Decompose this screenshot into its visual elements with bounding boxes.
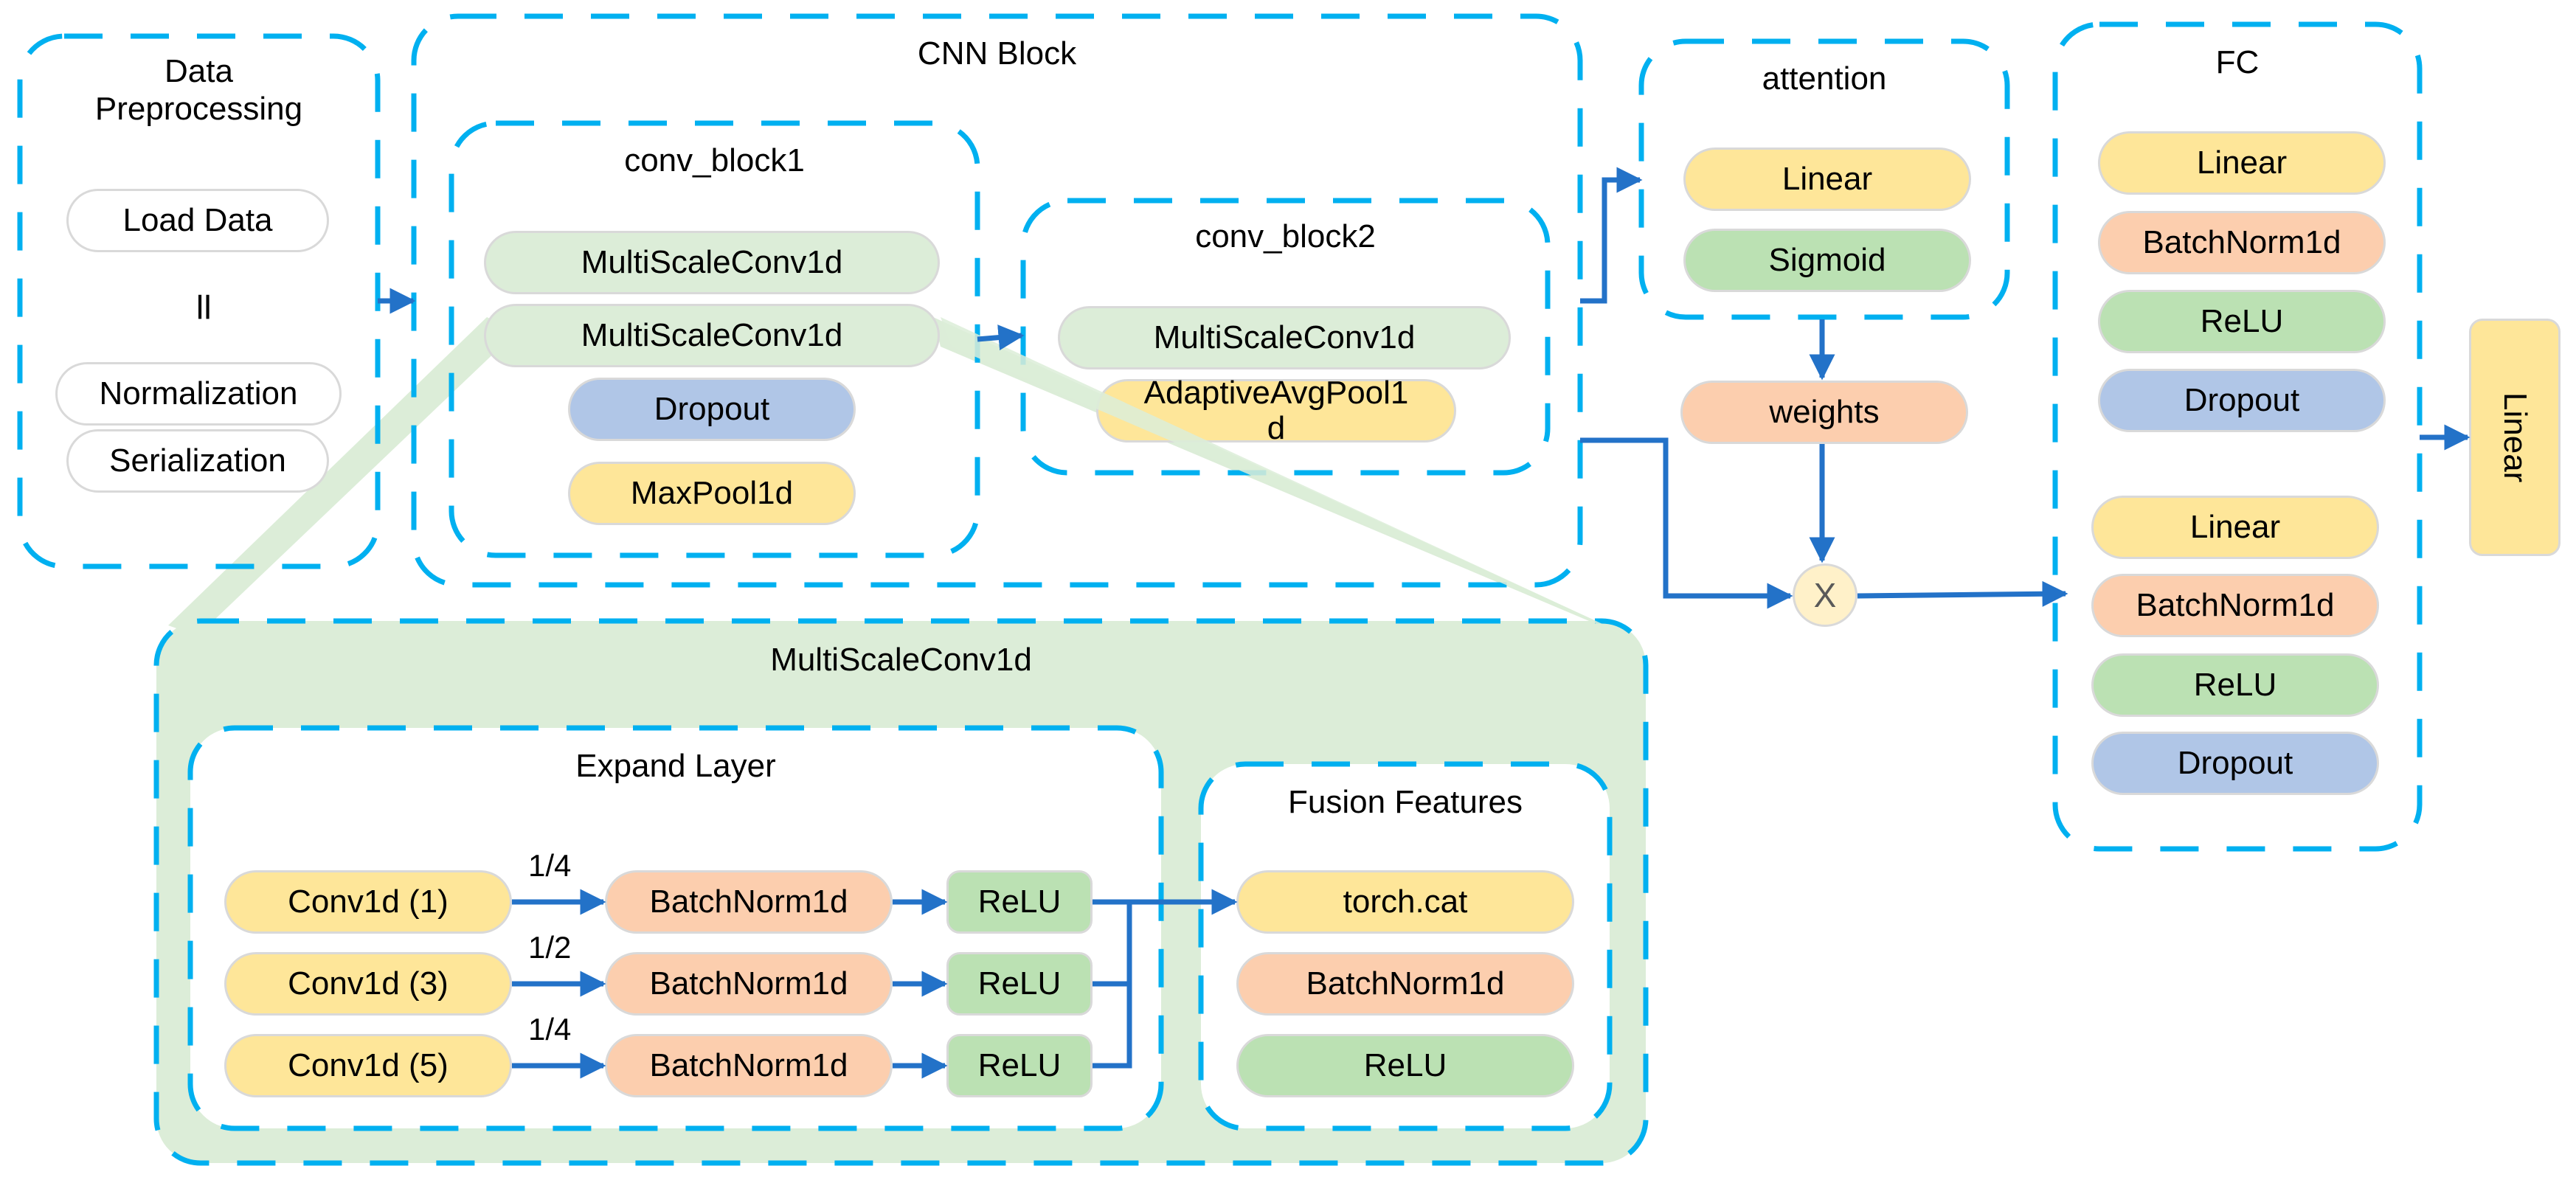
expand-relu-row3[interactable]: ReLU: [946, 1034, 1093, 1097]
attention-title: attention: [1762, 60, 1887, 97]
conv-block1-multiscaleconv1d-1[interactable]: MultiScaleConv1d: [484, 231, 940, 294]
expand-relu-row2[interactable]: ReLU: [946, 952, 1093, 1016]
ratio-label-row1: 1/4: [528, 848, 572, 883]
normalization-node[interactable]: Normalization: [55, 362, 342, 426]
fusion-batchnorm1d[interactable]: BatchNorm1d: [1236, 952, 1574, 1016]
conv-block1-multiscaleconv1d-2[interactable]: MultiScaleConv1d: [484, 304, 940, 367]
fusion-relu[interactable]: ReLU: [1236, 1034, 1574, 1097]
fc-group1-dropout[interactable]: Dropout: [2098, 369, 2386, 432]
expand-relu-row1[interactable]: ReLU: [946, 870, 1093, 934]
data-preprocessing-title: Data Preprocessing: [94, 53, 303, 127]
attention-sigmoid[interactable]: Sigmoid: [1683, 229, 1971, 292]
expand-layer-title: Expand Layer: [575, 748, 776, 784]
fc-group1-linear[interactable]: Linear: [2098, 131, 2386, 195]
expand-conv1d-k5[interactable]: Conv1d (5): [224, 1034, 512, 1097]
conv-block2-multiscaleconv1d[interactable]: MultiScaleConv1d: [1058, 306, 1511, 369]
expand-batchnorm1d-row1[interactable]: BatchNorm1d: [605, 870, 893, 934]
conv-block2-adaptiveavgpool1d[interactable]: AdaptiveAvgPool1 d: [1096, 375, 1456, 446]
serialization-node[interactable]: Serialization: [66, 429, 329, 493]
zoom-band-left: [168, 317, 516, 636]
fc-group1-relu[interactable]: ReLU: [2098, 290, 2386, 353]
fc-group2-linear[interactable]: Linear: [2091, 496, 2379, 559]
output-linear-node[interactable]: Linear: [2469, 319, 2561, 556]
fusion-torch-cat[interactable]: torch.cat: [1236, 870, 1574, 934]
attention-group-border: [1638, 38, 2010, 320]
multiply-node[interactable]: X: [1793, 563, 1857, 627]
fusion-features-group-border: [1198, 761, 1613, 1131]
fc-group2-batchnorm1d[interactable]: BatchNorm1d: [2091, 574, 2379, 637]
ratio-label-row2: 1/2: [528, 930, 572, 965]
load-data-node[interactable]: Load Data: [66, 189, 329, 252]
ratio-label-row3: 1/4: [528, 1012, 572, 1047]
fusion-features-title: Fusion Features: [1288, 784, 1523, 820]
fc-group-border: [2052, 21, 2423, 852]
attention-linear[interactable]: Linear: [1683, 148, 1971, 211]
expand-batchnorm1d-row2[interactable]: BatchNorm1d: [605, 952, 893, 1016]
fc-group2-relu[interactable]: ReLU: [2091, 653, 2379, 717]
conv-block1-dropout[interactable]: Dropout: [568, 378, 856, 441]
conv-block1-title: conv_block1: [624, 142, 805, 178]
conv-block1-maxpool1d[interactable]: MaxPool1d: [568, 462, 856, 525]
conv-block2-title: conv_block2: [1195, 218, 1376, 254]
attention-weights[interactable]: weights: [1680, 381, 1968, 444]
fc-group1-batchnorm1d[interactable]: BatchNorm1d: [2098, 211, 2386, 274]
multiscale-detail-title: MultiScaleConv1d: [770, 642, 1032, 678]
expand-conv1d-k1[interactable]: Conv1d (1): [224, 870, 512, 934]
multiscale-detail-group-border: [153, 618, 1649, 1166]
cnn-block-title: CNN Block: [917, 35, 1077, 72]
equivalence-symbol: =: [181, 291, 226, 323]
fc-title: FC: [2215, 44, 2260, 80]
expand-batchnorm1d-row3[interactable]: BatchNorm1d: [605, 1034, 893, 1097]
output-linear-label: Linear: [2497, 392, 2533, 483]
fc-group2-dropout[interactable]: Dropout: [2091, 732, 2379, 795]
expand-conv1d-k3[interactable]: Conv1d (3): [224, 952, 512, 1016]
